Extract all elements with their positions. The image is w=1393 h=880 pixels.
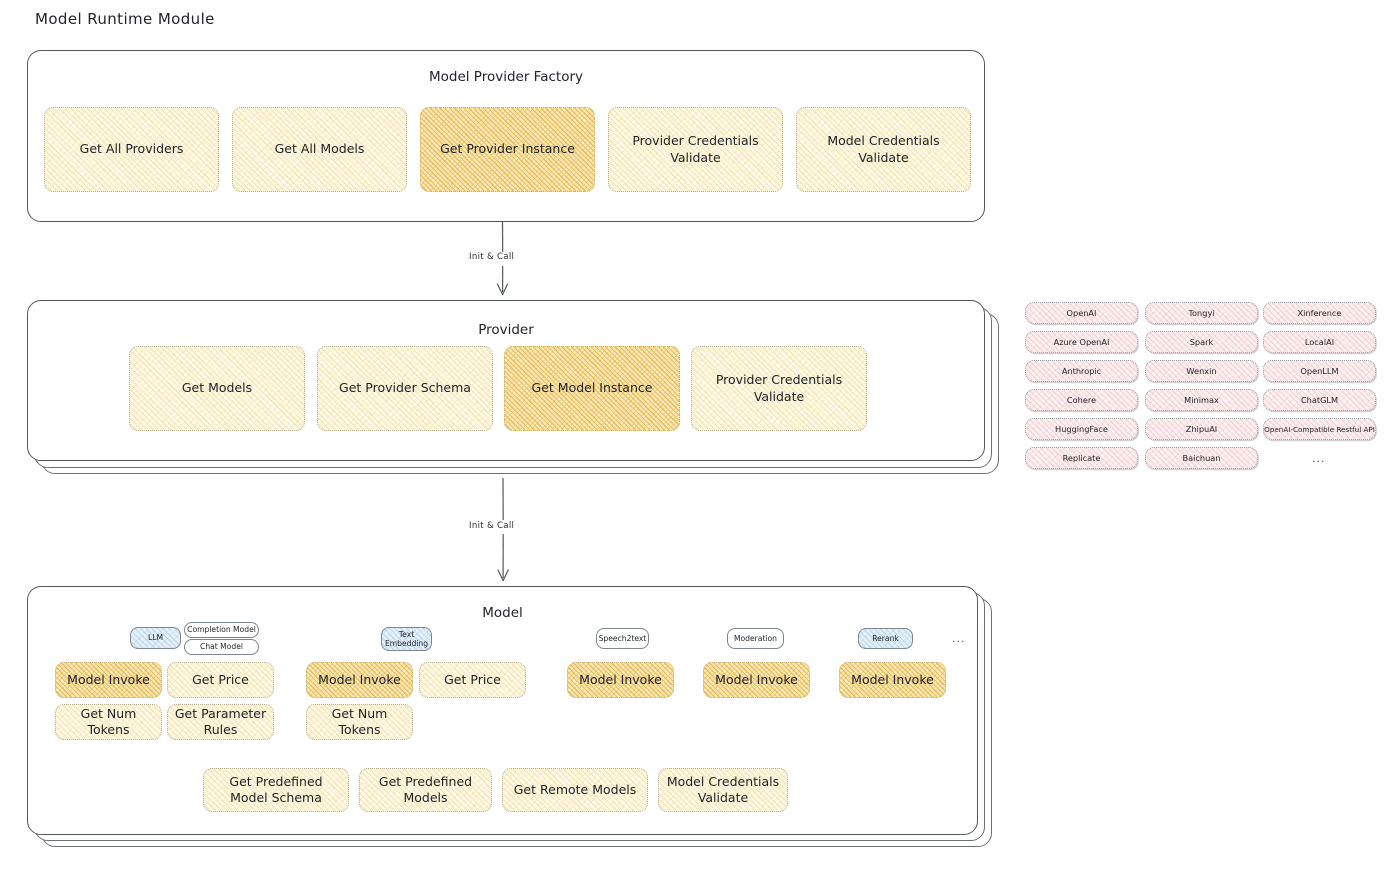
provider-pill-replicate[interactable]: Replicate (1025, 447, 1138, 469)
provider-pill-azure-openai[interactable]: Azure OpenAI (1025, 331, 1138, 353)
node-get-predefined-model-schema[interactable]: Get Predefined Model Schema (203, 768, 349, 812)
arrow-1-label: Init & Call (469, 252, 515, 262)
model-type-pill-moderation[interactable]: Moderation (727, 628, 784, 649)
node-model-invoke-speech2text[interactable]: Model Invoke (567, 662, 674, 698)
arrow-provider-to-model: Init & Call (460, 477, 580, 586)
provider-list-more: ... (1312, 452, 1326, 465)
node-get-price-text-embedding[interactable]: Get Price (419, 662, 526, 698)
node-get-models[interactable]: Get Models (129, 346, 305, 431)
node-get-predefined-models[interactable]: Get Predefined Models (359, 768, 492, 812)
provider-pill-spark[interactable]: Spark (1145, 331, 1258, 353)
node-get-model-instance[interactable]: Get Model Instance (504, 346, 680, 431)
provider-pill-minimax[interactable]: Minimax (1145, 389, 1258, 411)
model-types-more: ... (952, 632, 966, 645)
provider-pill-xinference[interactable]: Xinference (1263, 302, 1376, 324)
node-model-invoke-moderation[interactable]: Model Invoke (703, 662, 810, 698)
node-model-credentials-validate[interactable]: Model Credentials Validate (796, 107, 971, 192)
provider-pill-wenxin[interactable]: Wenxin (1145, 360, 1258, 382)
panel-title-model: Model (482, 605, 523, 621)
panel-title-provider: Provider (478, 322, 534, 338)
provider-pill-openai[interactable]: OpenAI (1025, 302, 1138, 324)
node-model-credentials-validate-2[interactable]: Model Credentials Validate (658, 768, 788, 812)
node-provider-credentials-validate-2[interactable]: Provider Credentials Validate (691, 346, 867, 431)
model-type-pill-llm[interactable]: LLM (130, 627, 181, 649)
node-get-provider-schema[interactable]: Get Provider Schema (317, 346, 493, 431)
node-get-parameter-rules-llm[interactable]: Get Parameter Rules (167, 704, 274, 740)
model-type-pill-speech2text[interactable]: Speech2text (596, 628, 649, 649)
panel-title-factory: Model Provider Factory (428, 69, 583, 85)
provider-pill-localai[interactable]: LocalAI (1263, 331, 1376, 353)
model-type-pill-text-embedding[interactable]: Text Embedding (381, 627, 432, 651)
node-get-provider-instance[interactable]: Get Provider Instance (420, 107, 595, 192)
node-model-invoke-llm[interactable]: Model Invoke (55, 662, 162, 698)
page-title: Model Runtime Module (35, 10, 215, 28)
node-get-all-providers[interactable]: Get All Providers (44, 107, 219, 192)
node-get-remote-models[interactable]: Get Remote Models (502, 768, 648, 812)
provider-pill-anthropic[interactable]: Anthropic (1025, 360, 1138, 382)
arrow-2-icon (497, 477, 509, 582)
model-type-pill-rerank[interactable]: Rerank (858, 628, 913, 649)
provider-pill-chatglm[interactable]: ChatGLM (1263, 389, 1376, 411)
model-subtype-pill-completion-model[interactable]: Completion Model (184, 622, 259, 638)
node-provider-credentials-validate[interactable]: Provider Credentials Validate (608, 107, 783, 192)
node-get-price-llm[interactable]: Get Price (167, 662, 274, 698)
arrow-2-label: Init & Call (469, 521, 515, 531)
model-subtype-pill-chat-model[interactable]: Chat Model (184, 639, 259, 655)
provider-pill-huggingface[interactable]: HuggingFace (1025, 418, 1138, 440)
provider-pill-zhipuai[interactable]: ZhipuAI (1145, 418, 1258, 440)
node-model-invoke-text-embedding[interactable]: Model Invoke (306, 662, 413, 698)
provider-pill-baichuan[interactable]: Baichuan (1145, 447, 1258, 469)
node-get-num-tokens-llm[interactable]: Get Num Tokens (55, 704, 162, 740)
node-get-all-models[interactable]: Get All Models (232, 107, 407, 192)
provider-pill-openllm[interactable]: OpenLLM (1263, 360, 1376, 382)
node-model-invoke-rerank[interactable]: Model Invoke (839, 662, 946, 698)
provider-pill-tongyi[interactable]: Tongyi (1145, 302, 1258, 324)
node-get-num-tokens-text-embedding[interactable]: Get Num Tokens (306, 704, 413, 740)
provider-pill-cohere[interactable]: Cohere (1025, 389, 1138, 411)
provider-pill-openai-compatible-restful-api[interactable]: OpenAI-Compatible Restful API (1263, 418, 1376, 440)
arrow-factory-to-provider: Init & Call (460, 221, 580, 300)
arrow-1-icon (496, 221, 509, 296)
